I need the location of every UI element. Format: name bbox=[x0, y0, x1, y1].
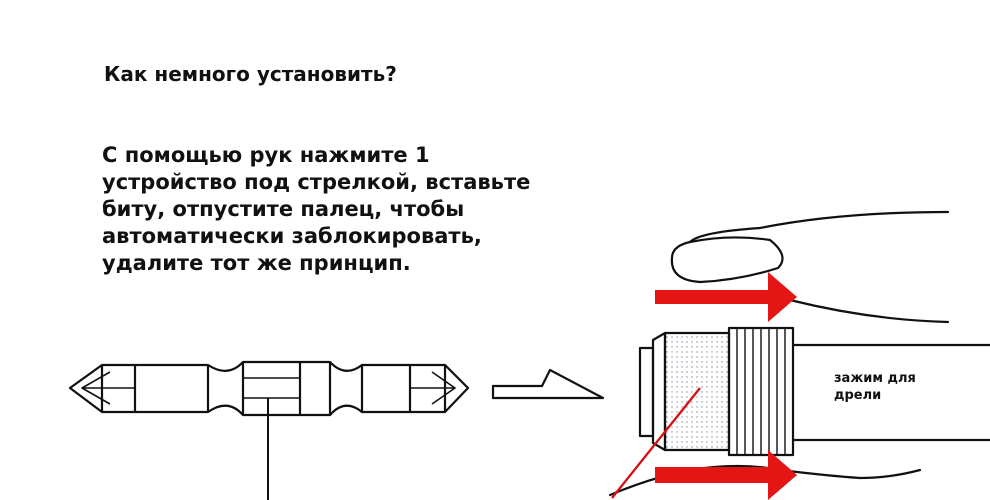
hand-fingers bbox=[608, 210, 950, 497]
instruction-line: биту, отпустите палец, чтобы bbox=[102, 197, 465, 221]
red-arrow-icon bbox=[655, 272, 797, 322]
instruction-line: устройство под стрелкой, вставьте bbox=[102, 170, 531, 194]
page-title: Как немного установить? bbox=[104, 62, 397, 86]
instruction-line: удалите тот же принцип. bbox=[102, 251, 411, 275]
process-arrow-icon bbox=[491, 368, 605, 400]
pointer-line bbox=[611, 387, 701, 499]
instruction-line: автоматически заблокировать, bbox=[102, 224, 482, 248]
red-arrow-icon bbox=[655, 450, 797, 500]
chuck-label: зажим для дрели bbox=[834, 371, 916, 403]
screwdriver-bit bbox=[68, 360, 470, 500]
instructions-text: С помощью рук нажмите 1 устройство под с… bbox=[102, 142, 572, 277]
instruction-line: С помощью рук нажмите 1 bbox=[102, 143, 430, 167]
